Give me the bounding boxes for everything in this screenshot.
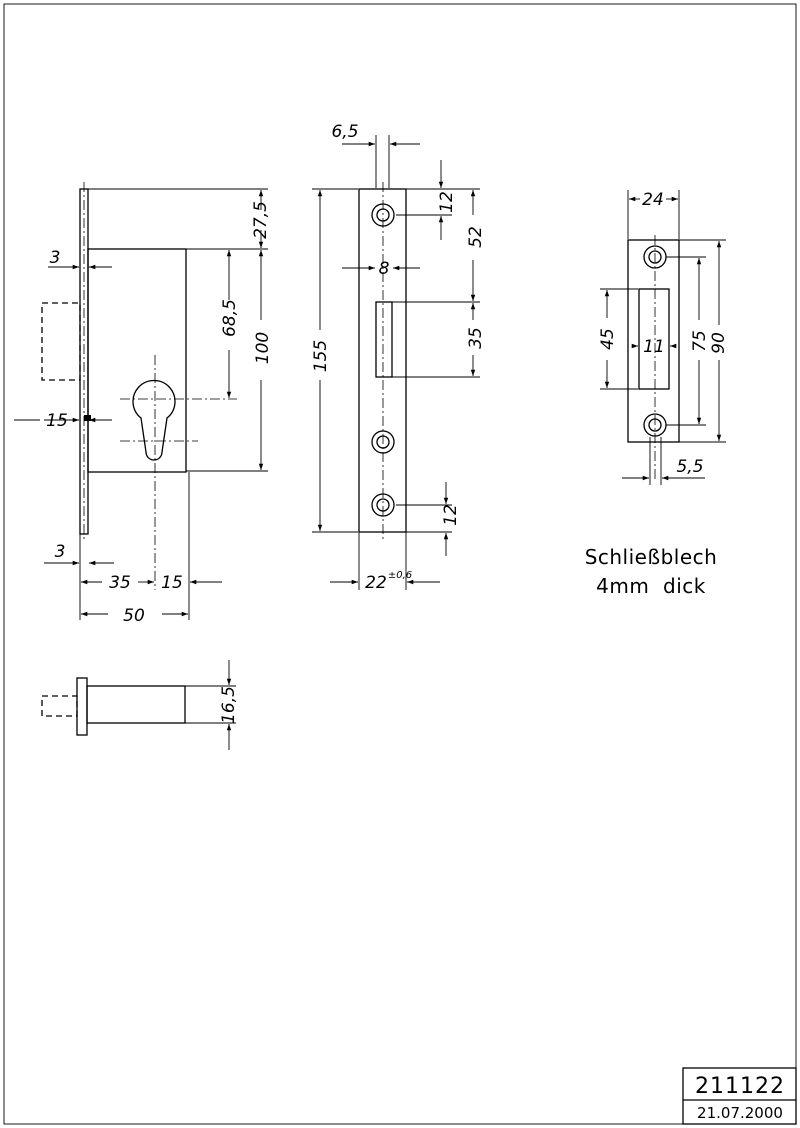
dim-cylinder-offset: 15	[46, 411, 68, 431]
dim-strike-width: 24	[642, 190, 664, 210]
drawing-date: 21.07.2000	[697, 1104, 783, 1122]
strike-plate	[627, 239, 680, 443]
dim-backset: 68,5	[220, 299, 240, 337]
sheet-border	[3, 3, 797, 1125]
dim-faceplate-width: 22	[365, 573, 387, 593]
dim-faceplate-top-offset: 27,5	[251, 201, 271, 239]
bottom-case	[86, 685, 186, 724]
dim-hole-top: 12	[437, 191, 457, 213]
dim-strike-height: 90	[709, 332, 729, 354]
screw-hole-bottom	[371, 493, 395, 517]
dim-bolt-height: 16,5	[219, 686, 239, 724]
strike-opening	[638, 288, 670, 390]
dim-hole-bottom: 12	[441, 504, 461, 526]
drawing-number: 211122	[695, 1074, 785, 1099]
faceplate-front-view: 6,5 12 52 8 35 155 12	[311, 122, 486, 593]
dim-bolt-width: 8	[379, 259, 390, 279]
bottom-bolt-dashed	[41, 695, 78, 717]
faceplate-front	[358, 188, 407, 533]
bolt-dashed	[41, 302, 81, 381]
dim-strike-hole-spacing: 75	[690, 330, 710, 352]
dim-backset-35: 35	[109, 573, 131, 593]
dim-faceplate-length: 155	[311, 340, 331, 372]
lock-bottom-view: 16,5	[41, 660, 239, 750]
dim-strike-opening-height: 45	[598, 328, 618, 350]
lock-body-view: 27,5 3 68,5 100 15 3 35 15	[14, 182, 273, 626]
lock-case	[87, 248, 187, 473]
screw-hole-middle	[371, 430, 395, 454]
dim-case-depth: 50	[123, 606, 145, 626]
dim-faceplate-width-tolerance: ±0,6	[388, 570, 412, 581]
bolt-opening	[375, 301, 393, 378]
bottom-faceplate	[76, 677, 88, 736]
dim-plate-offset: 6,5	[331, 122, 358, 142]
screw-hole-top	[371, 203, 395, 227]
dim-bolt-opening: 35	[466, 327, 486, 349]
strike-plate-thickness-label: 4mm dick	[596, 574, 706, 598]
dim-center-15: 15	[161, 573, 183, 593]
cylinder-keyhole	[132, 379, 176, 461]
dim-faceplate-thickness: 3	[50, 248, 61, 268]
strike-plate-view: 24 45 11 75 90 5,5 Schließblech 4mm dick	[585, 190, 729, 598]
screw-mark	[84, 415, 91, 421]
dim-bottom-thickness: 3	[55, 542, 66, 562]
strike-plate-label: Schließblech	[585, 545, 718, 569]
dim-hole-spacing: 52	[466, 226, 486, 248]
dim-case-height: 100	[253, 332, 273, 364]
title-block: 211122 21.07.2000	[682, 1067, 797, 1125]
dim-strike-hole-offset: 5,5	[676, 457, 703, 477]
dim-strike-opening-width: 11	[643, 337, 665, 357]
